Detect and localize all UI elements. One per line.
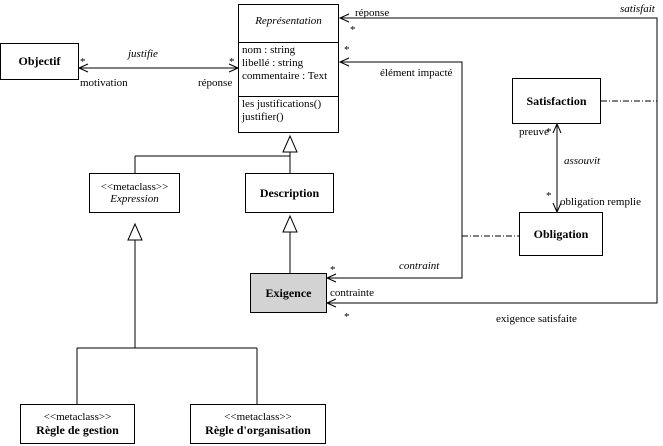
arrowhead-contraint [325, 273, 337, 283]
class-satisfaction[interactable]: Satisfaction [512, 78, 601, 124]
class-exigence[interactable]: Exigence [250, 273, 327, 313]
attribute: nom : string [242, 44, 296, 56]
label-justifie: justifie [128, 48, 158, 60]
class-objectif-name: Objectif [18, 54, 61, 68]
arrowhead-left [77, 63, 89, 73]
multiplicity-preuve: * [546, 126, 552, 138]
class-expression[interactable]: <<metaclass>> Expression [89, 173, 180, 213]
assoc-element-impacte-line [340, 61, 463, 236]
multiplicity-reponse: * [350, 24, 356, 36]
multiplicity-representation-left: * [229, 56, 235, 68]
arrowhead-satisfait [338, 13, 350, 23]
multiplicity-contraint: * [330, 264, 336, 276]
operation: justifier() [242, 111, 284, 123]
label-reponse-left: réponse [198, 77, 233, 89]
label-satisfait: satisfait [620, 3, 655, 15]
label-reponse-top: réponse [355, 7, 390, 19]
assoc-satisfait-line [340, 17, 658, 100]
label-exigence-satisfaite: exigence satisfaite [496, 313, 577, 325]
class-regle-gestion-name: Règle de gestion [36, 422, 119, 437]
class-representation-operations: les justifications() justifier() [239, 96, 338, 125]
class-obligation-name: Obligation [533, 226, 589, 241]
label-motivation: motivation [80, 77, 128, 89]
label-assouvit: assouvit [564, 155, 601, 167]
gen-triangle-description [282, 214, 298, 233]
label-contrainte: contrainte [330, 287, 374, 299]
class-regle-organisation-name: Règle d'organisation [205, 422, 311, 437]
class-expression-name: Expression [110, 193, 159, 205]
class-representation[interactable]: Représentation nom : string libellé : st… [238, 4, 339, 133]
label-element-impacte: élément impacté [380, 67, 453, 79]
attribute: libellé : string [242, 57, 304, 69]
class-objectif[interactable]: Objectif [0, 43, 79, 80]
gen-triangle-expression [127, 222, 143, 241]
class-satisfaction-name: Satisfaction [526, 93, 587, 108]
stereotype-label: <<metaclass>> [224, 410, 292, 423]
label-obligation-remplie: obligation remplie [560, 196, 641, 208]
class-regle-gestion[interactable]: <<metaclass>> Règle de gestion [20, 404, 135, 444]
class-regle-organisation[interactable]: <<metaclass>> Règle d'organisation [190, 404, 326, 444]
class-description[interactable]: Description [245, 173, 334, 213]
class-obligation[interactable]: Obligation [519, 212, 603, 256]
gen-triangle-representation [282, 134, 298, 153]
arrowhead-up [552, 122, 562, 134]
multiplicity-objectif: * [80, 56, 86, 68]
assoc-contraint-line [327, 236, 463, 279]
assoc-exigence-satisfaite-line [327, 100, 658, 304]
stereotype-label: <<metaclass>> [100, 181, 169, 193]
label-contraint: contraint [399, 260, 440, 272]
multiplicity-obligation: * [546, 190, 552, 202]
label-preuve: preuve [519, 126, 549, 138]
multiplicity-element-impacte: * [344, 44, 350, 56]
class-representation-attributes: nom : string libellé : string commentair… [239, 42, 338, 96]
attribute: commentaire : Text [242, 70, 328, 82]
class-representation-name: Représentation [255, 15, 322, 27]
multiplicity-exigence-satisfaite: * [344, 311, 350, 323]
operation: les justifications() [242, 98, 322, 110]
class-description-name: Description [259, 185, 320, 200]
arrowhead-element-impacte [338, 57, 350, 67]
arrowhead-exigence-satisfaite [325, 298, 337, 308]
class-exigence-name: Exigence [265, 285, 312, 300]
stereotype-label: <<metaclass>> [43, 410, 112, 423]
